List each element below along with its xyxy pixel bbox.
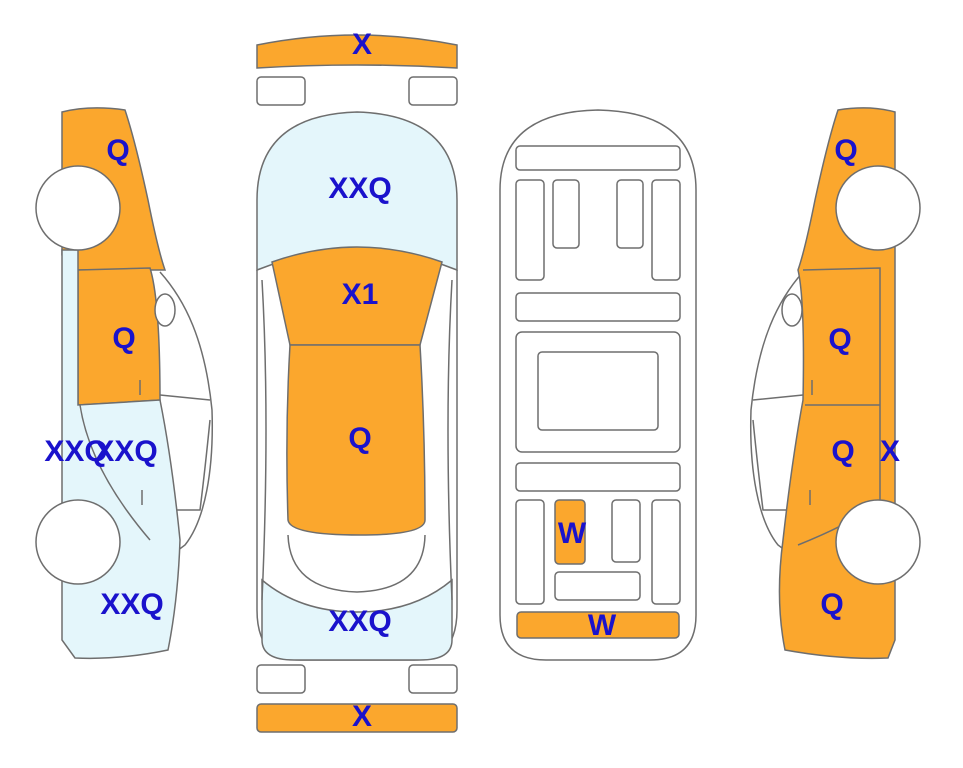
label-left-rear-door-b: XXQ — [94, 435, 157, 468]
underbody-rear-right-rail — [651, 499, 681, 605]
rear-left-light — [256, 664, 306, 694]
damage-labels: X XXQ X1 Q XXQ X Q Q XXQ XXQ XXQ W W Q Q… — [44, 28, 900, 733]
underbody-front-right-inner — [616, 179, 644, 249]
label-underbody-rear: W — [588, 609, 617, 642]
underbody-floor-panel — [554, 499, 586, 565]
label-right-front-door: Q — [828, 323, 851, 356]
label-right-rear-edge: X — [880, 435, 900, 468]
label-front-bumper: X — [352, 28, 372, 61]
left-rear-door-seam — [79, 380, 151, 541]
label-right-rear-quarter: Q — [820, 588, 843, 621]
left-side-view — [35, 107, 214, 660]
right-mirror — [781, 293, 803, 327]
right-side-view — [749, 107, 921, 660]
left-mirror — [154, 293, 176, 327]
underbody-rear-bar — [554, 571, 641, 601]
top-view — [256, 34, 458, 733]
left-side-body-outline — [159, 271, 214, 561]
underbody-front-left-inner — [552, 179, 580, 249]
label-underbody-floor: W — [558, 517, 587, 550]
label-hood: XXQ — [328, 172, 391, 205]
rear-window-area — [287, 534, 426, 593]
label-left-rear-door-a: XXQ — [44, 435, 107, 468]
right-side-body-outline — [749, 271, 804, 561]
label-trunk: XXQ — [328, 605, 391, 638]
left-front-wheel — [35, 165, 121, 251]
underbody-front-right-rail — [651, 179, 681, 281]
roof-panel — [286, 344, 426, 536]
underbody-rear-panel — [516, 611, 680, 639]
label-rear-bumper: X — [352, 700, 372, 733]
right-front-wheel — [835, 165, 921, 251]
trunk-panel — [261, 578, 453, 661]
front-bumper-panel — [256, 34, 458, 69]
label-roof: Q — [348, 422, 371, 455]
left-side-window-line — [159, 394, 211, 511]
front-left-light — [256, 76, 306, 106]
roof-front-panel — [271, 246, 443, 346]
label-left-rear-quarter: XXQ — [100, 588, 163, 621]
label-roof-front: X1 — [342, 278, 379, 311]
left-rear-wheel — [35, 499, 121, 585]
right-side-window-line — [752, 394, 804, 511]
rear-bumper-panel — [256, 703, 458, 733]
underbody-rear-crossmember — [515, 462, 681, 492]
label-left-front-fender: Q — [106, 134, 129, 167]
underbody-front-crossmember — [515, 145, 681, 171]
underbody-rear-left-rail — [515, 499, 545, 605]
front-right-light — [408, 76, 458, 106]
underbody-front-left-rail — [515, 179, 545, 281]
underbody-mid-crossmember — [515, 292, 681, 322]
right-rear-wheel — [835, 499, 921, 585]
underbody-view — [499, 109, 697, 661]
rear-right-light — [408, 664, 458, 694]
underbody-rear-right-inner — [611, 499, 641, 563]
label-right-rear-door: Q — [831, 435, 854, 468]
label-left-front-door: Q — [112, 322, 135, 355]
underbody-outline — [499, 109, 697, 661]
top-side-lines — [261, 279, 453, 601]
label-right-front-fender: Q — [834, 134, 857, 167]
underbody-center-tunnel — [537, 351, 659, 431]
